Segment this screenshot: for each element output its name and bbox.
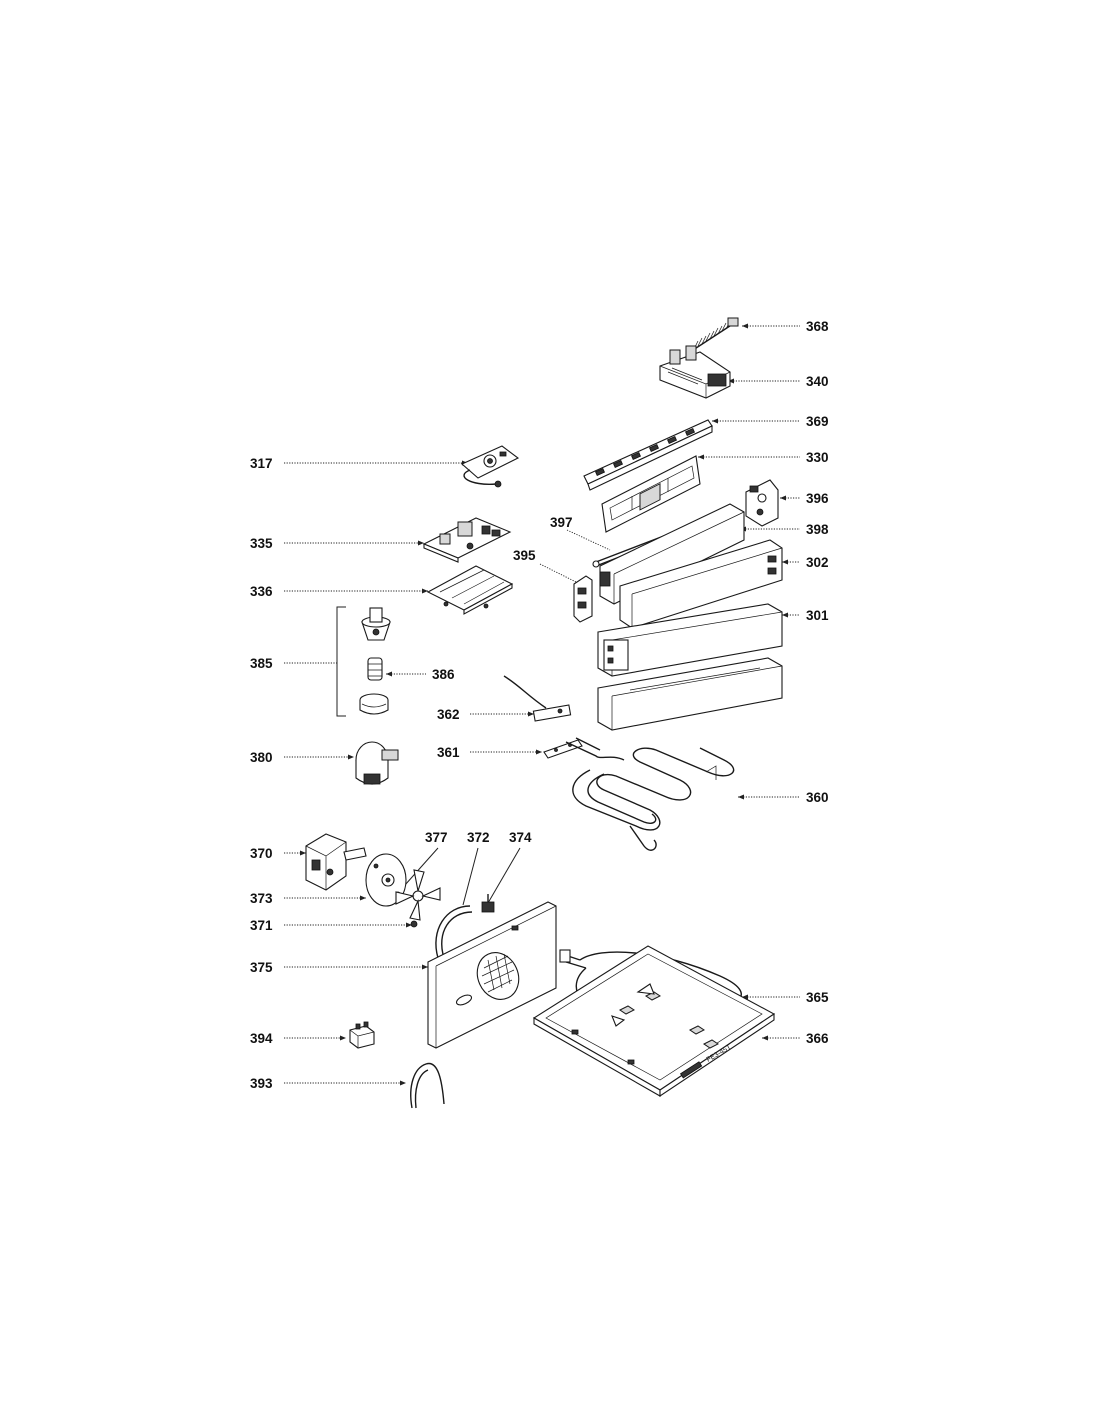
label-302: 302 <box>806 555 829 570</box>
ring-372 <box>435 905 473 959</box>
back-panel-375 <box>427 901 557 1049</box>
front-panel-301 <box>597 603 783 731</box>
label-398: 398 <box>806 522 829 537</box>
slotted-bar-369 <box>583 419 713 491</box>
label-301: 301 <box>806 608 829 623</box>
label-361: 361 <box>437 745 460 760</box>
clip-374 <box>481 894 495 913</box>
label-386: 386 <box>432 667 455 682</box>
motor-380 <box>355 741 399 785</box>
label-360: 360 <box>806 790 829 805</box>
label-385: 385 <box>250 656 273 671</box>
label-377: 377 <box>425 830 448 845</box>
fan-blade-377 <box>395 869 441 921</box>
connector-394 <box>349 1021 375 1049</box>
label-375: 375 <box>250 960 273 975</box>
frame-330 <box>601 455 701 533</box>
label-397: 397 <box>550 515 573 530</box>
label-373: 373 <box>250 891 273 906</box>
label-340: 340 <box>806 374 829 389</box>
bracket-396 <box>745 479 779 527</box>
panel-302 <box>619 539 783 629</box>
label-372: 372 <box>467 830 490 845</box>
label-335: 335 <box>250 536 273 551</box>
lamp-bulb-386 <box>367 657 383 681</box>
label-366: 366 <box>806 1031 829 1046</box>
control-board-335 <box>422 517 512 563</box>
label-365: 365 <box>806 990 829 1005</box>
cable-393 <box>410 1062 445 1109</box>
label-317: 317 <box>250 456 273 471</box>
tray-336 <box>426 565 514 615</box>
spring-368 <box>689 317 739 353</box>
label-336: 336 <box>250 584 273 599</box>
label-395: 395 <box>513 548 536 563</box>
label-371: 371 <box>250 918 273 933</box>
label-370: 370 <box>250 846 273 861</box>
grill-element-360 <box>565 737 735 851</box>
channel-398 <box>599 503 745 605</box>
lamp-cover-385 <box>359 693 389 715</box>
lamp-holder-385 <box>361 607 391 641</box>
label-393: 393 <box>250 1076 273 1091</box>
label-380: 380 <box>250 750 273 765</box>
label-374: 374 <box>509 830 532 845</box>
bracket-group-385 <box>336 606 346 717</box>
label-394: 394 <box>250 1031 273 1046</box>
gasket-361 <box>543 739 583 759</box>
label-369: 369 <box>806 414 829 429</box>
fan-motor-370 <box>305 833 367 891</box>
switch-block-340 <box>659 345 731 399</box>
label-362: 362 <box>437 707 460 722</box>
part-labels: 368 340 369 317 330 396 397 398 335 395 … <box>250 319 829 1091</box>
label-396: 396 <box>806 491 829 506</box>
label-368: 368 <box>806 319 829 334</box>
floor-tray-366: FE3-45T <box>532 945 776 1098</box>
module-board-317 <box>460 445 520 488</box>
nut-371 <box>410 920 418 928</box>
label-330: 330 <box>806 450 829 465</box>
probe-362 <box>503 675 572 722</box>
bracket-395 <box>573 575 593 623</box>
